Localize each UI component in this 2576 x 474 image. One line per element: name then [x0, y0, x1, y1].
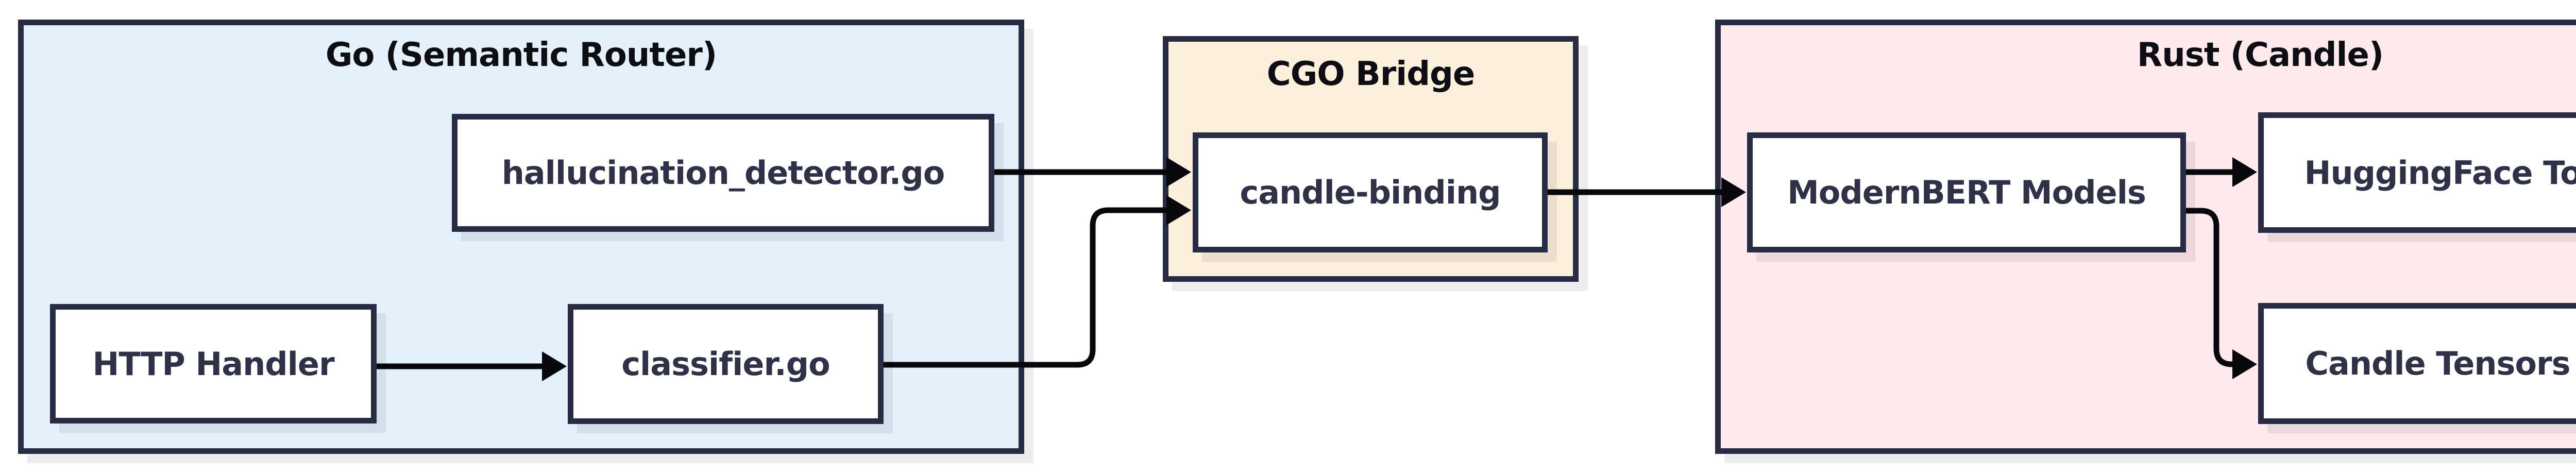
node-candle-tensors-label: Candle Tensors — [2305, 345, 2571, 382]
container-title-go: Go (Semantic Router) — [325, 36, 717, 74]
node-hallucination-detector: hallucination_detector.go — [452, 114, 994, 232]
arrowhead — [2232, 157, 2257, 187]
node-classifier-label: classifier.go — [621, 345, 830, 383]
arrowhead — [1166, 157, 1191, 187]
node-huggingface-tokenizers: HuggingFace Tokenizers — [2258, 112, 2576, 233]
node-candle-tensors: Candle Tensors — [2258, 303, 2576, 424]
edge-modernbert-to-huggingface-tokenizers — [2186, 157, 2257, 187]
edge-hallucination-detector-to-candle-binding — [994, 157, 1191, 187]
arrowhead — [1166, 195, 1191, 225]
container-title-rust: Rust (Candle) — [2137, 36, 2384, 74]
node-modernbert-models-label: ModernBERT Models — [1787, 174, 2146, 211]
edge-classifier-to-candle-binding — [884, 195, 1191, 368]
node-modernbert-models: ModernBERT Models — [1747, 132, 2186, 252]
arrowhead — [1721, 177, 1746, 207]
node-candle-binding: candle-binding — [1193, 132, 1548, 252]
node-hallucination-detector-label: hallucination_detector.go — [501, 154, 945, 192]
edge-http-handler-to-classifier — [377, 351, 567, 381]
arrowhead — [542, 351, 567, 381]
node-huggingface-tokenizers-label: HuggingFace Tokenizers — [2304, 154, 2576, 192]
node-http-handler-label: HTTP Handler — [92, 345, 334, 383]
container-title-cgo: CGO Bridge — [1266, 55, 1476, 93]
edge-modernbert-to-candle-tensors — [2186, 208, 2257, 379]
node-candle-binding-label: candle-binding — [1240, 174, 1501, 211]
arrowhead — [2232, 349, 2257, 379]
node-http-handler: HTTP Handler — [50, 304, 377, 424]
node-classifier: classifier.go — [568, 304, 884, 424]
edge-candle-binding-to-modernbert — [1548, 177, 1746, 207]
